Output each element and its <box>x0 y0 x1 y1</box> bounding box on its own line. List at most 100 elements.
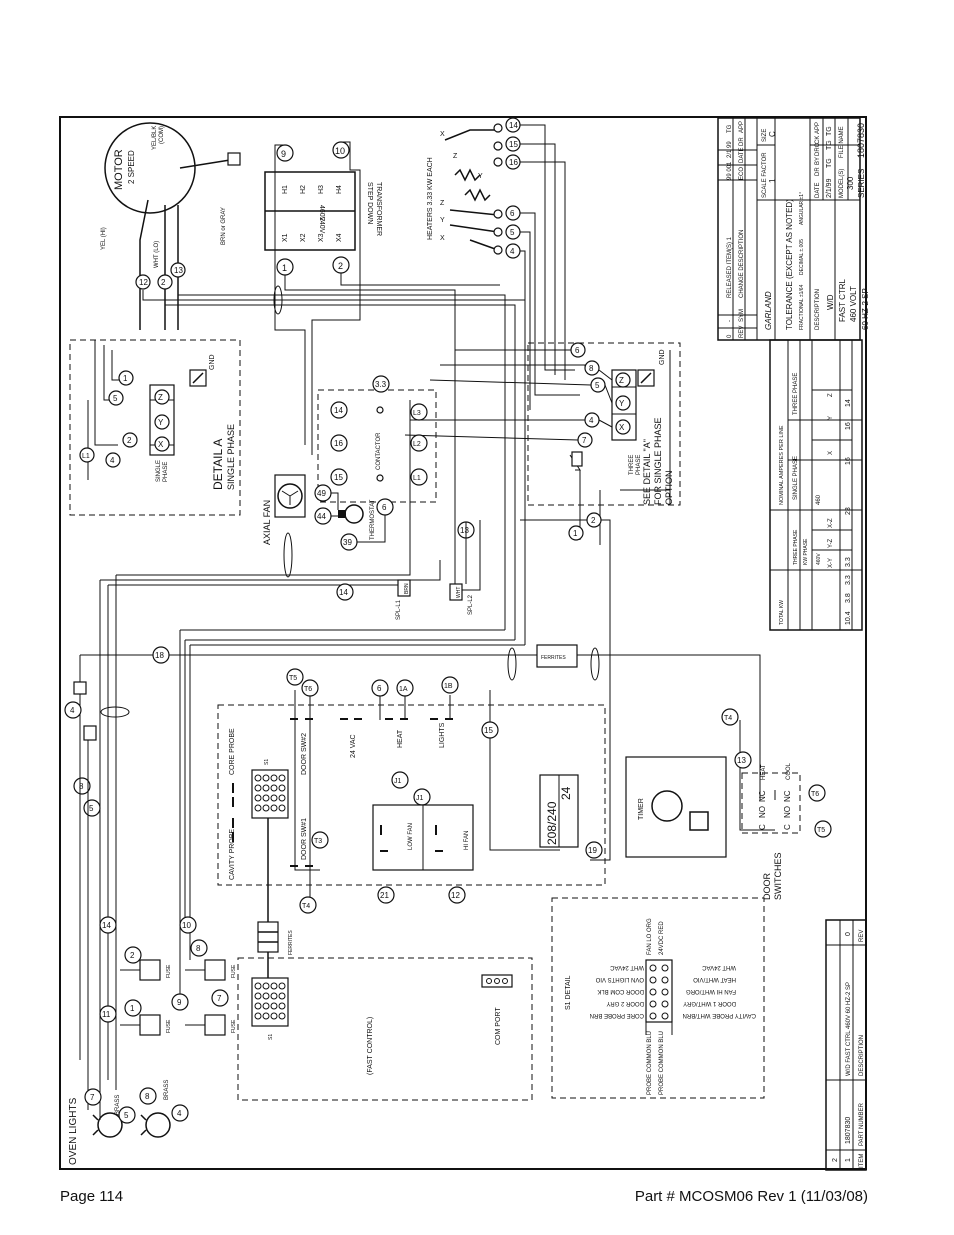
fuse-wire-7: 7 <box>217 994 222 1003</box>
detail-a-gnd: GND <box>209 354 216 370</box>
contactor: 3.3 14 16 15 6 L3 L2 L1 CONTACTOR <box>317 375 437 516</box>
rev-row-desc: RELEASED ITEM(S) 1 <box>727 236 733 298</box>
fast-control-label: (FAST CONTROL) <box>367 1017 374 1075</box>
terminal-h2: H2 <box>300 185 307 194</box>
header-sym: SYM <box>739 309 745 322</box>
heater-letter-z2: Z <box>440 200 445 207</box>
transformer-label2: TRANSFORMER <box>375 182 382 236</box>
initials-dr: TG <box>826 158 833 168</box>
amps-table: NOMINAL AMPERES PER LINE SINGLE PHASE TH… <box>769 339 863 631</box>
amps-kw-phase: KW PHASE <box>803 538 809 565</box>
desc-line-2: 460 VOLT <box>849 286 858 322</box>
control-wire-1a: 1A <box>399 686 408 693</box>
three-phase-block: Z Y X GND 6 8 5 4 7 THREE PHASE SEE DETA… <box>404 342 681 541</box>
three-phase-lead-1: 1 <box>573 529 578 538</box>
dr-label: DR <box>815 167 821 176</box>
scale-factor: SCALE FACTOR <box>762 152 768 198</box>
oven-lights-label: OVEN LIGHTS <box>68 1097 79 1165</box>
detail-a-terminal-y: Y <box>158 418 164 427</box>
amps-col-xy: X-Y <box>828 558 834 568</box>
three-phase-terminal-y: Y <box>619 399 625 408</box>
header-date: DATE <box>739 147 745 163</box>
desc-line-0: W/D <box>826 294 835 310</box>
core-probe-label: CORE PROBE <box>229 728 236 775</box>
fuse-wire-5: 5 <box>89 804 94 813</box>
diagram-frame <box>59 116 867 1170</box>
control-wire-1b: 1B <box>444 683 453 690</box>
contactor-wire-16: 16 <box>334 439 343 448</box>
motor-wire-12: 12 <box>139 278 148 287</box>
fuse-wire-9: 9 <box>177 998 182 1007</box>
transformer-label1: STEP DOWN <box>366 182 373 224</box>
door-switches-label2: SWITCHES <box>773 852 783 900</box>
three-phase-wire-7: 7 <box>582 436 587 445</box>
parts-row1-desc: W/D FAST CTRL 460V 60 HZ-2 SP <box>846 982 852 1076</box>
control-wire-j1-b: J1 <box>416 795 424 802</box>
parts-row2-item: 2 <box>832 1158 839 1162</box>
control-panel: CORE PROBE CAVITY PROBE DOOR SW#2 DOOR S… <box>217 668 727 925</box>
door-wire-t5: T5 <box>817 827 825 834</box>
heater-wire-6: 6 <box>510 209 515 218</box>
app-label: APP <box>815 122 821 134</box>
file-name-label: FILE NAME <box>839 126 845 158</box>
title-block: 0 - RELEASED ITEM(S) 1 99 001 2/1 99 TG … <box>717 117 870 341</box>
door-switch-nc2: NC <box>783 790 792 802</box>
amps-row-total: 10.4 <box>845 611 852 625</box>
header-dr: DR <box>739 137 745 146</box>
s1-left-label-1: OVN LIGHTS VIO <box>595 976 644 982</box>
desc-line-1: FAST CTRL <box>838 278 847 322</box>
parts-row1-rev: 0 <box>845 932 852 936</box>
amps-row-x: 16 <box>845 457 852 465</box>
heat-label: HEAT <box>397 729 404 748</box>
size-label: SIZE <box>762 129 768 142</box>
parts-row1-item: 1 <box>845 1158 852 1162</box>
fan-label: AXIAL FAN <box>262 500 272 545</box>
terminal-x2: X2 <box>300 233 307 242</box>
door-switch-cool: COOL <box>786 762 792 780</box>
detail-a-wire-5: 5 <box>113 394 118 403</box>
heater-letter-y1: Y <box>478 173 483 180</box>
header-change-desc: CHANGE DESCRIPTION <box>739 230 745 298</box>
date-value: 2/1/99 <box>826 178 833 198</box>
thermostat-wire-39: 39 <box>343 538 352 547</box>
detail-a-wire-1: 1 <box>123 374 128 383</box>
rev-row-date: 2/1 99 <box>727 141 733 158</box>
fuses-lights: FUSE FUSE FUSE FUSE 2 1 8 7 14 11 10 9 1… <box>64 646 237 1165</box>
amps-total-kw: TOTAL KW <box>779 600 785 625</box>
fuse-wire-8: 8 <box>196 944 201 953</box>
fuse-wire-4: 4 <box>70 706 75 715</box>
s1-detail: S1 DETAIL WHT 24VAC OVN LIGHTS VIO DOOR … <box>551 897 765 1099</box>
motor-subtitle: 2 SPEED <box>127 150 136 184</box>
heater-wire-5: 5 <box>510 228 515 237</box>
spl-brn: BRN <box>404 583 410 594</box>
models-value: 300 <box>846 176 855 190</box>
control-wire-t6: T6 <box>304 686 312 693</box>
s1-right-label-0: WHT 24VAC <box>702 964 736 970</box>
motor-yel-blk: YEL/BLK <box>152 126 158 150</box>
contactor-wire-3-3: 3.3 <box>375 380 387 389</box>
contactor-wire-14: 14 <box>334 406 343 415</box>
amps-col-yz: Y-Z <box>828 539 834 548</box>
amps-col-xz: X-Z <box>828 518 834 528</box>
detail-a-wire-2: 2 <box>127 436 132 445</box>
s1-fan-lo: FAN LO ORG <box>647 918 653 955</box>
heater-wire-4: 4 <box>510 247 515 256</box>
s1-24vdc: 24VDC RED <box>659 921 665 955</box>
s1-probe-common2: PROBE COMMON BLU <box>659 1031 665 1095</box>
heaters: HEATERS 3.33 KW EACH 14 15 16 6 5 4 X Z … <box>427 117 521 259</box>
fan-wire-49: 49 <box>317 489 326 498</box>
scale-value: 1 <box>768 178 777 183</box>
transformer-240v: 240V <box>318 217 325 234</box>
date-label: DATE <box>815 182 821 198</box>
lamp-wire-7: 7 <box>90 1093 95 1102</box>
motor-wht-lo: WHT (LO) <box>154 241 160 268</box>
door-sw2-label: DOOR SW#2 <box>301 733 308 775</box>
amps-col-z: Z <box>828 393 834 397</box>
amps-row-single: 23 <box>845 507 852 515</box>
terminal-x3: X3 <box>318 233 325 242</box>
amps-single-phase: SINGLE PHASE <box>793 456 799 500</box>
detail-a-terminal-z: Z <box>158 393 163 402</box>
rev-row-sym: - <box>727 320 733 322</box>
door-switch-heat: HEAT <box>761 764 767 780</box>
